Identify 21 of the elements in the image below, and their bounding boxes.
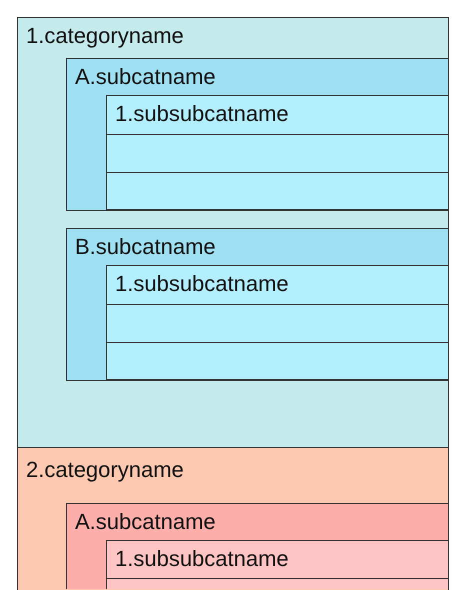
category-panel [17, 17, 449, 448]
heading: 1.subsubcatname [115, 100, 289, 128]
subsubcategory-row [106, 172, 449, 210]
heading: A.subcatname [75, 63, 216, 91]
subsubcategory-row [106, 304, 449, 343]
subsubcategory-row [106, 134, 449, 173]
heading: 2.categoryname [26, 456, 184, 484]
heading: 1.subsubcatname [115, 270, 289, 298]
subsubcategory-row [106, 95, 449, 135]
subcategory-panel [66, 58, 449, 211]
category-panel [17, 447, 449, 590]
subsubcategory-row [106, 540, 449, 579]
subsubcategory-row [106, 265, 449, 305]
heading: B.subcatname [75, 233, 216, 261]
subsubcategory-row [106, 342, 449, 380]
heading: 1.categoryname [26, 22, 184, 50]
heading: A.subcatname [75, 508, 216, 536]
subsubcategory-row [106, 578, 449, 589]
subcategory-panel [66, 503, 449, 589]
subcategory-panel [66, 228, 449, 381]
heading: 1.subsubcatname [115, 545, 289, 573]
